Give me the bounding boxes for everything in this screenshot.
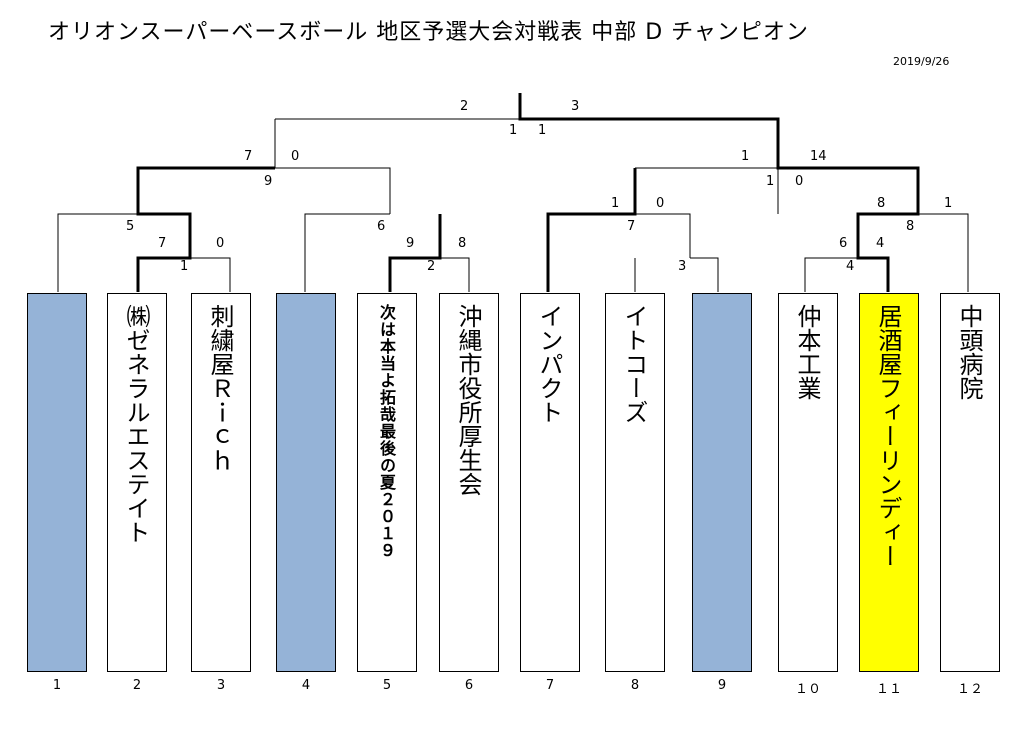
team-name: 中頭病院 — [955, 304, 983, 400]
score-final-right: 3 — [571, 99, 580, 114]
team-box-12: 中頭病院 — [940, 293, 1000, 672]
score-r1-m4-left: 6 — [839, 236, 848, 251]
score-r1-m3-left: 1 — [611, 196, 620, 211]
team-box-7: インパクト — [520, 293, 580, 672]
page-title: オリオンスーパーベースボール 地区予選大会対戦表 中部 D チャンピオン — [48, 20, 809, 45]
line-sf-left-r — [275, 167, 391, 214]
team-box-1 — [27, 293, 87, 672]
team-number: 7 — [545, 678, 555, 693]
score-final-no-left: 1 — [509, 123, 518, 138]
team-name: 次は本当よ拓哉最後の夏２０１９ — [377, 304, 396, 559]
line-team4 — [304, 213, 390, 292]
score-r1-m3-no: 3 — [678, 259, 687, 274]
team-number: 4 — [301, 678, 311, 693]
team-box-2: ㈱ゼネラルエステイト — [107, 293, 167, 672]
score-r1-m1-right: 0 — [216, 236, 225, 251]
team-box-6: 沖縄市役所厚生会 — [439, 293, 499, 672]
score-r1-m1-no: 1 — [180, 259, 189, 274]
team-box-11: 居酒屋フィーリンディー — [859, 293, 919, 672]
score-r1-m2-left: 9 — [406, 236, 415, 251]
score-r1-m1-left: 7 — [158, 236, 167, 251]
line-team9 — [690, 257, 719, 292]
team-name: 居酒屋フィーリンディー — [874, 304, 902, 568]
team-box-8: イトコーズ — [605, 293, 665, 672]
score-sf-left-top: 7 — [244, 149, 253, 164]
score-sf-right-no2: 0 — [795, 174, 804, 189]
team-name: ㈱ゼネラルエステイト — [122, 304, 150, 544]
team-name: 沖縄市役所厚生会 — [454, 304, 482, 496]
team-name: イトコーズ — [620, 304, 648, 424]
line-team10 — [804, 257, 858, 292]
score-r2-m3-left: 7 — [627, 219, 636, 234]
team-number: １０ — [794, 682, 821, 697]
team-number: 3 — [216, 678, 226, 693]
line-team1 — [57, 213, 138, 292]
line-m3-right — [635, 213, 691, 258]
win-team11 — [518, 93, 920, 292]
team-number: 9 — [717, 678, 727, 693]
score-r1-m3-right: 0 — [656, 196, 665, 211]
score-r1-m2-right: 8 — [458, 236, 467, 251]
date-label: 2019/9/26 — [893, 55, 950, 68]
team-name: 仲本工業 — [793, 304, 821, 400]
team-box-9 — [692, 293, 752, 672]
score-r2-m4-no: 8 — [906, 219, 915, 234]
win-team7 — [546, 168, 637, 292]
score-r2-m1-left: 5 — [126, 219, 135, 234]
score-sf-right-no: 1 — [766, 174, 775, 189]
score-r1-m4-right: 4 — [876, 236, 885, 251]
score-sf-right-right: 14 — [810, 149, 827, 164]
score-r2-m4-left: 8 — [877, 196, 886, 211]
score-sf-right-top: 1 — [741, 149, 750, 164]
line-team6 — [440, 257, 470, 292]
team-box-3: 刺繍屋Ｒｉｃｈ — [191, 293, 251, 672]
team-name: インパクト — [535, 304, 563, 424]
team-number: 5 — [382, 678, 392, 693]
line-team12 — [918, 213, 969, 292]
score-r2-m2-left: 6 — [377, 219, 386, 234]
team-number: 8 — [630, 678, 640, 693]
score-sf-left-right: 0 — [291, 149, 300, 164]
score-r1-m2-no: 2 — [427, 259, 436, 274]
score-r1-m4-no: 4 — [846, 259, 855, 274]
team-box-5: 次は本当よ拓哉最後の夏２０１９ — [357, 293, 417, 672]
line-team3 — [190, 257, 231, 292]
team-number: 6 — [464, 678, 474, 693]
win-team2 — [136, 166, 275, 292]
score-sf-left-no: 9 — [264, 174, 273, 189]
score-r2-m4-right: 1 — [944, 196, 953, 211]
team-number: 1 — [52, 678, 62, 693]
score-final-left: 2 — [460, 99, 469, 114]
team-number: 2 — [132, 678, 142, 693]
team-box-4 — [276, 293, 336, 672]
team-name: 刺繍屋Ｒｉｃｈ — [206, 304, 234, 472]
team-number: １２ — [956, 682, 983, 697]
team-number: １１ — [875, 682, 902, 697]
win-team5 — [388, 214, 442, 292]
team-box-10: 仲本工業 — [778, 293, 838, 672]
score-final-no-right: 1 — [538, 123, 547, 138]
